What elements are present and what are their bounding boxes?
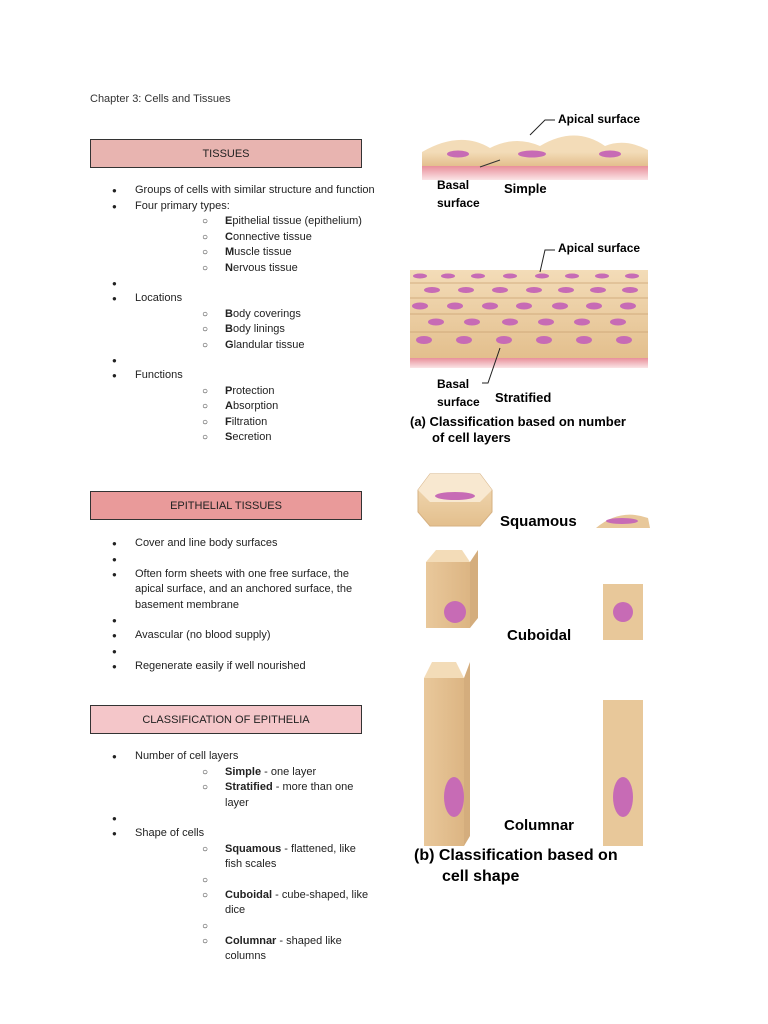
epithelial-header: EPITHELIAL TISSUES [90,491,362,520]
apical-surface-label-2: Apical surface [558,241,640,255]
columnar-label: Columnar [504,817,574,834]
sub-list-item: Squamous - flattened, like fish scales [135,842,380,873]
stratified-nuclei [412,273,639,344]
sub-list-item: Epithelial tissue (epithelium) [135,214,380,230]
sub-list-item: Protection [135,384,380,400]
surface-label-1: surface [437,196,480,210]
simple-label: Simple [504,181,547,196]
tissues-header-label: TISSUES [202,147,250,160]
classification-list: Number of cell layers Simple - one layer… [90,749,380,965]
sub-list-item: Nervous tissue [135,261,380,277]
squamous-cell-diagram [417,473,650,528]
list-item: Groups of cells with similar structure a… [90,183,380,199]
epithelia-classification-figure: Apical surface Basal surface Simple Apic… [410,112,650,885]
chapter-title: Chapter 3: Cells and Tissues [90,93,231,105]
list-item: Avascular (no blood supply) [90,628,380,644]
sub-list-item: Body linings [135,322,380,338]
list-item: Four primary types: Epithelial tissue (e… [90,199,380,277]
sub-list-item: Muscle tissue [135,245,380,261]
surface-label-2: surface [437,395,480,409]
sub-list-item: Columnar - shaped like columns [135,934,380,965]
epithelial-header-label: EPITHELIAL TISSUES [170,499,282,512]
sub-list-item: Cuboidal - cube-shaped, like dice [135,888,380,919]
basal-label-1: Basal [437,178,469,192]
sub-list-item: Absorption [135,399,380,415]
epithelial-list: Cover and line body surfaces Often form … [90,536,380,674]
list-item: Cover and line body surfaces [90,536,380,552]
columnar-cell-diagram [424,662,643,846]
sub-list-item: Secretion [135,430,380,446]
sub-list-item: Connective tissue [135,230,380,246]
caption-a-line-1: (a) Classification based on number [410,414,626,429]
caption-b-line-1: (b) Classification based on [414,847,618,864]
list-item: Often form sheets with one free surface,… [90,567,380,614]
tissues-list: Groups of cells with similar structure a… [90,183,380,446]
classification-header: CLASSIFICATION OF EPITHELIA [90,705,362,734]
sub-list-item: Body coverings [135,307,380,323]
sub-list-item: Simple - one layer [135,765,380,781]
sub-list-item: Filtration [135,415,380,431]
sub-list-item: Stratified - more than one layer [135,780,380,811]
list-item: Number of cell layers Simple - one layer… [90,749,380,811]
squamous-label: Squamous [500,513,577,530]
list-item: Regenerate easily if well nourished [90,659,380,675]
apical-surface-label-1: Apical surface [558,112,640,126]
caption-b-line-2: cell shape [442,868,519,885]
list-item: Functions Protection Absorption Filtrati… [90,368,380,446]
list-item: Shape of cells Squamous - flattened, lik… [90,826,380,965]
stratified-epithelium-diagram [410,270,648,368]
list-item: Locations Body coverings Body linings Gl… [90,291,380,353]
simple-epithelium-diagram [422,135,648,180]
stratified-label: Stratified [495,390,551,405]
cuboidal-label: Cuboidal [507,627,571,644]
cuboidal-cell-diagram [426,550,643,640]
caption-a-line-2: of cell layers [432,430,511,445]
basal-label-2: Basal [437,377,469,391]
classification-header-label: CLASSIFICATION OF EPITHELIA [142,713,310,726]
sub-list-item: Glandular tissue [135,338,380,354]
tissues-header: TISSUES [90,139,362,168]
